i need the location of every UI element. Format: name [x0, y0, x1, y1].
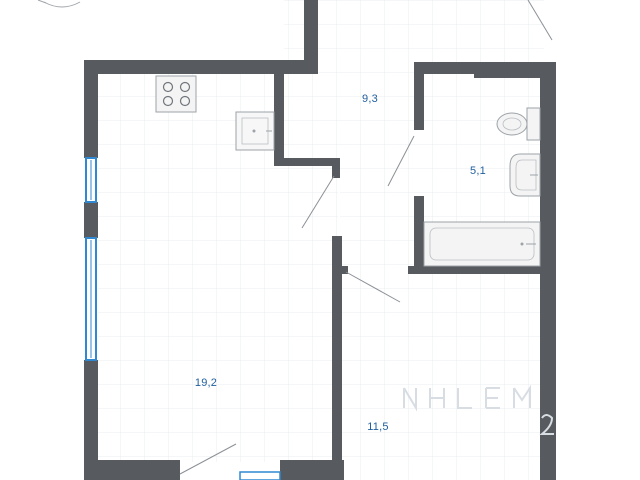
wall-bottom-left	[84, 460, 180, 480]
wall-bath-bottom	[408, 266, 542, 274]
kitchen-sink-icon	[235, 111, 275, 151]
stove-icon	[155, 75, 197, 113]
toilet-icon	[496, 107, 541, 141]
wall-right-lower	[540, 266, 556, 480]
wall-left-middle	[84, 202, 98, 238]
area-label-bedroom: 11,5	[367, 421, 389, 433]
door-swing-top	[527, 0, 553, 41]
wall-top-left	[84, 60, 318, 74]
wall-partition-living-bedroom	[332, 236, 342, 480]
wall-step-vertical	[274, 74, 284, 162]
wall-step-stub	[332, 158, 340, 178]
wall-top-vertical	[304, 0, 318, 74]
door-swing-balcony	[179, 443, 237, 475]
wall-step-horizontal	[274, 158, 340, 166]
wall-bath-left-lower	[414, 196, 424, 274]
wall-bath-top-inner	[474, 70, 540, 78]
wall-left-lower	[84, 360, 98, 480]
bathtub-icon	[423, 221, 541, 267]
wall-right-upper	[540, 62, 556, 274]
window-bottom	[239, 471, 281, 480]
windows	[85, 157, 281, 480]
wall-bottom-middle	[280, 460, 344, 480]
door-swing-bathroom	[387, 135, 415, 187]
wall-bath-left-upper	[414, 62, 424, 130]
door-swing-bedroom	[345, 271, 401, 303]
compass-tick	[37, 0, 47, 4]
area-label-bathroom: 5,1	[470, 165, 486, 177]
area-label-kitchen-living: 19,2	[194, 377, 218, 389]
doors	[179, 0, 553, 475]
wall-partition-stub	[332, 266, 348, 274]
compass-arc	[43, 1, 81, 8]
watermark-logo	[403, 384, 554, 435]
washbasin-icon	[509, 153, 541, 197]
door-swing-entrance	[301, 175, 335, 229]
wall-left-upper	[84, 60, 98, 158]
area-label-hallway: 9,3	[362, 93, 378, 105]
walls	[84, 0, 556, 480]
